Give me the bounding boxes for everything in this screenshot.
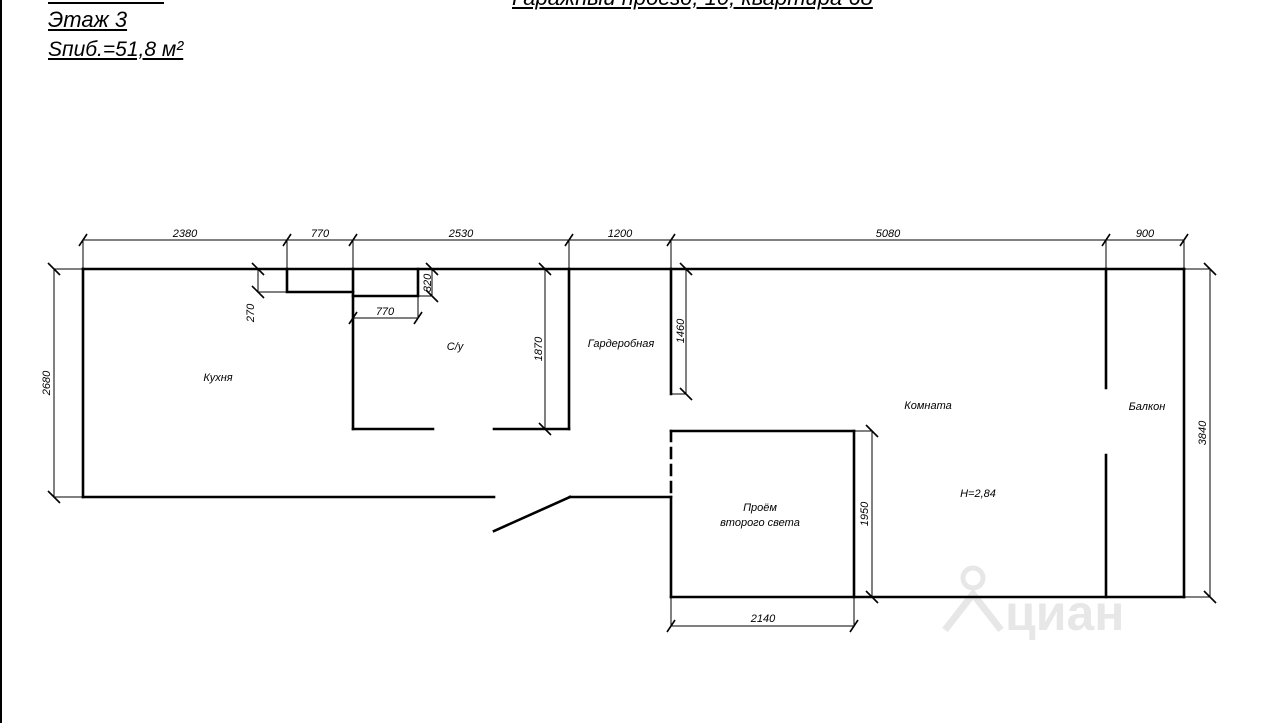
floor-label: Этаж 3 (48, 7, 128, 32)
dim-niche-270: 270 (245, 303, 257, 323)
room-label-kitchen: Кухня (203, 372, 232, 384)
room-label-balcony: Балкон (1129, 401, 1166, 413)
dim-niche-320: 320 (422, 273, 434, 292)
frame-border (0, 0, 2, 723)
room-label-wardrobe: Гардеробная (588, 338, 655, 350)
dim-niche-770: 770 (376, 306, 395, 318)
niche-1 (285, 267, 355, 294)
opening-label-line1: Проём (743, 502, 777, 514)
dim-opening-2140: 2140 (750, 613, 776, 625)
dim-top-2530: 2530 (448, 228, 474, 240)
dim-top-5080: 5080 (876, 228, 901, 240)
dim-bathroom-1870: 1870 (533, 336, 545, 361)
dim-top-2380: 2380 (172, 228, 198, 240)
dim-left-2680: 2680 (41, 370, 53, 396)
cian-watermark-logo: циан (942, 565, 1124, 640)
area-label: Sпиб.=51,8 м² (48, 38, 184, 61)
niche-2 (351, 267, 420, 298)
dim-partition-1460: 1460 (675, 318, 687, 343)
dim-top-1200: 1200 (608, 228, 633, 240)
address-header: Гаражный проезд, 10, квартира 68 (512, 0, 873, 10)
ceiling-height-label: Н=2,84 (960, 488, 996, 500)
svg-text:циан: циан (1005, 585, 1124, 640)
header-top-rule (48, 2, 164, 4)
dim-top-770: 770 (311, 228, 330, 240)
dim-right-3840: 3840 (1197, 420, 1209, 445)
walls (81, 267, 1186, 599)
room-label-room: Комната (904, 400, 951, 412)
room-label-bathroom: С/у (447, 341, 465, 353)
dim-opening-1950: 1950 (859, 501, 871, 526)
dim-top-900: 900 (1136, 228, 1155, 240)
dimension-lines (53, 239, 1211, 627)
dimension-ticks (47, 233, 1217, 633)
opening-label-line2: второго света (720, 517, 800, 529)
door-leaf (492, 495, 572, 533)
